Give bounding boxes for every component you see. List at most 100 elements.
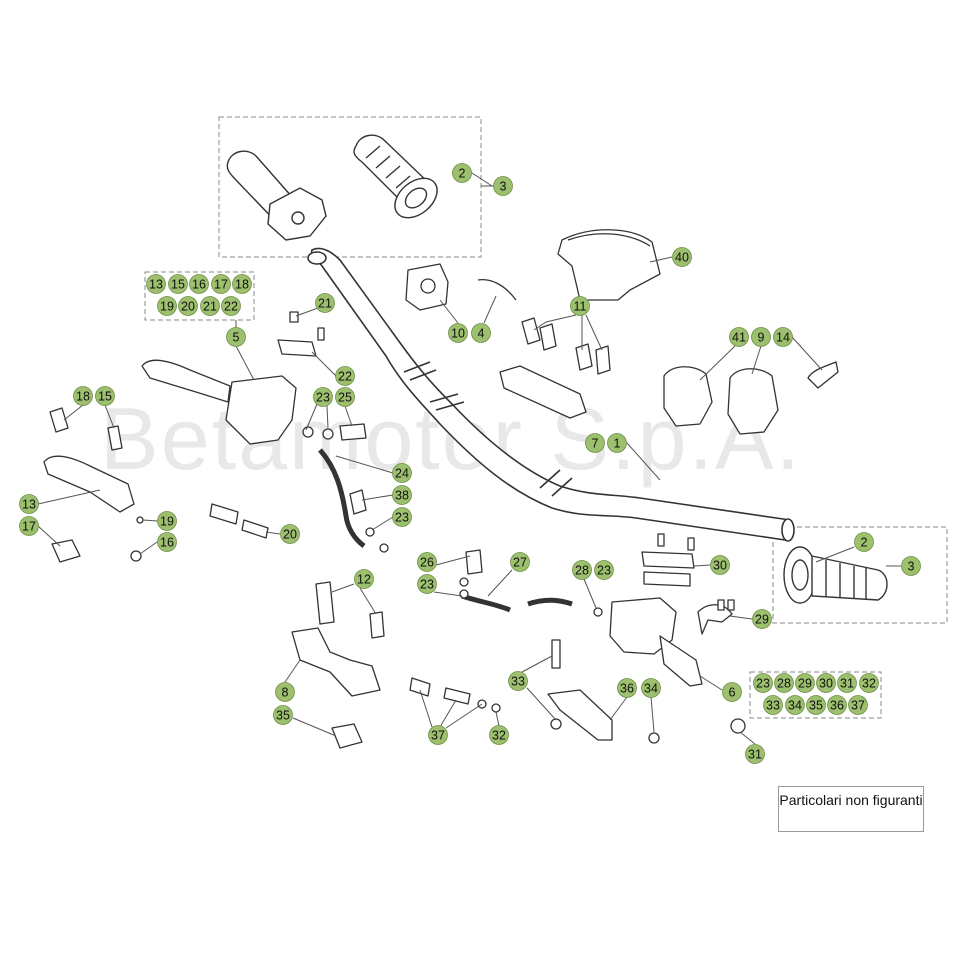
callout-18-circle <box>73 386 93 406</box>
callout-2-right: 2 <box>854 532 874 552</box>
callout-21-circle <box>315 293 335 313</box>
callout-8: 8 <box>275 682 295 702</box>
group5-callout-19: 19 <box>157 296 177 316</box>
callout-11-circle <box>570 296 590 316</box>
leader-14 <box>791 336 823 371</box>
group5-callout-15-circle <box>168 274 188 294</box>
group5-callout-22: 22 <box>221 296 241 316</box>
group5-callout-18-circle <box>232 274 252 294</box>
handlebar-knurl-2 <box>429 393 465 411</box>
callout-38-circle <box>392 485 412 505</box>
handlebar-end-left <box>307 251 327 265</box>
callout-41-label: 41 <box>732 330 746 344</box>
group6-callout-32-circle <box>859 673 879 693</box>
callout-27: 27 <box>510 552 530 572</box>
callout-38-label: 38 <box>395 488 409 502</box>
leader-18 <box>63 404 84 421</box>
callout-14-label: 14 <box>776 330 790 344</box>
callout-33: 33 <box>508 671 528 691</box>
group6-callout-33-label: 33 <box>766 698 780 712</box>
callout-2-top-label: 2 <box>459 166 466 180</box>
leader-19 <box>142 519 158 522</box>
callout-23-a-circle <box>313 387 333 407</box>
part-oring-23e <box>459 577 469 587</box>
leader-37a <box>419 689 433 728</box>
group6-callout-23: 23 <box>753 673 773 693</box>
callout-16-label: 16 <box>160 535 174 549</box>
part-brake-hose-24 <box>318 448 366 548</box>
leader-25 <box>344 405 353 427</box>
part-brake-hose-27b <box>527 597 573 607</box>
grip-left-ribs <box>365 145 411 189</box>
callout-23-a-label: 23 <box>316 390 330 404</box>
leader-23a-2 <box>326 405 329 429</box>
part-banjo-38 <box>349 489 367 515</box>
group5-callout-19-circle <box>157 296 177 316</box>
group6-callout-35-label: 35 <box>809 698 823 712</box>
group-6-frame <box>749 671 882 719</box>
part-brake-lever-left <box>141 359 231 403</box>
callout-11-label: 11 <box>574 299 587 313</box>
callout-4-label: 4 <box>478 326 485 340</box>
callout-24-label: 24 <box>395 466 409 480</box>
leader-lines <box>37 172 901 745</box>
group6-callout-30-label: 30 <box>819 676 833 690</box>
part-oring-23g <box>593 607 603 617</box>
callout-5-label: 5 <box>233 330 240 344</box>
callout-16: 16 <box>157 532 177 552</box>
leader-12a <box>331 583 355 593</box>
callout-2-top-circle <box>452 163 472 183</box>
part-master-cylinder-left <box>225 375 297 445</box>
part-screw-29b <box>727 599 735 611</box>
part-nut-33 <box>550 718 562 730</box>
group5-callout-15-label: 15 <box>171 277 185 291</box>
grip-left-flange-inner <box>404 187 428 209</box>
callout-3-right: 3 <box>901 556 921 576</box>
leader-6 <box>699 675 723 691</box>
callout-19-circle <box>157 511 177 531</box>
leader-41 <box>699 345 736 381</box>
leader-23d <box>433 591 463 597</box>
part-switch-hole <box>420 278 436 294</box>
callout-14: 14 <box>773 327 793 347</box>
callout-26: 26 <box>417 552 437 572</box>
callout-13-label: 13 <box>22 497 36 511</box>
handlebar-knurl-3 <box>539 469 573 497</box>
part-adjuster-15 <box>107 425 123 451</box>
group6-callout-30: 30 <box>816 673 836 693</box>
callout-12: 12 <box>354 569 374 589</box>
group5-callout-21: 21 <box>200 296 220 316</box>
callout-15-label: 15 <box>98 389 112 403</box>
leader-40 <box>649 256 673 263</box>
leader-22 <box>311 351 337 377</box>
callout-14-circle <box>773 327 793 347</box>
part-reservoir-30b <box>643 571 691 587</box>
callout-27-circle <box>510 552 530 572</box>
callout-41: 41 <box>729 327 749 347</box>
callout-7: 7 <box>585 433 605 453</box>
part-clip-35 <box>331 723 363 749</box>
callout-1-label: 1 <box>614 436 621 450</box>
callout-33-circle <box>508 671 528 691</box>
part-clip-17 <box>51 539 81 563</box>
part-oring-23f <box>459 589 469 599</box>
group6-callout-37: 37 <box>848 695 868 715</box>
leader-13 <box>37 489 101 505</box>
callout-12-circle <box>354 569 374 589</box>
callout-35-circle <box>273 705 293 725</box>
callout-29-circle <box>752 609 772 629</box>
part-oring-23b <box>322 428 334 440</box>
part-nut-16 <box>130 550 142 562</box>
callout-23-a: 23 <box>313 387 333 407</box>
leader-9 <box>751 345 762 375</box>
callout-32: 32 <box>489 725 509 745</box>
part-screw-30b <box>687 537 695 551</box>
part-handlebar-clamp <box>499 365 587 419</box>
leader-34 <box>650 696 655 733</box>
callout-30-label: 30 <box>713 558 727 572</box>
callout-6-circle <box>722 682 742 702</box>
leader-11a <box>533 314 577 331</box>
group5-callout-13: 13 <box>146 274 166 294</box>
callout-23-b: 23 <box>392 507 412 527</box>
